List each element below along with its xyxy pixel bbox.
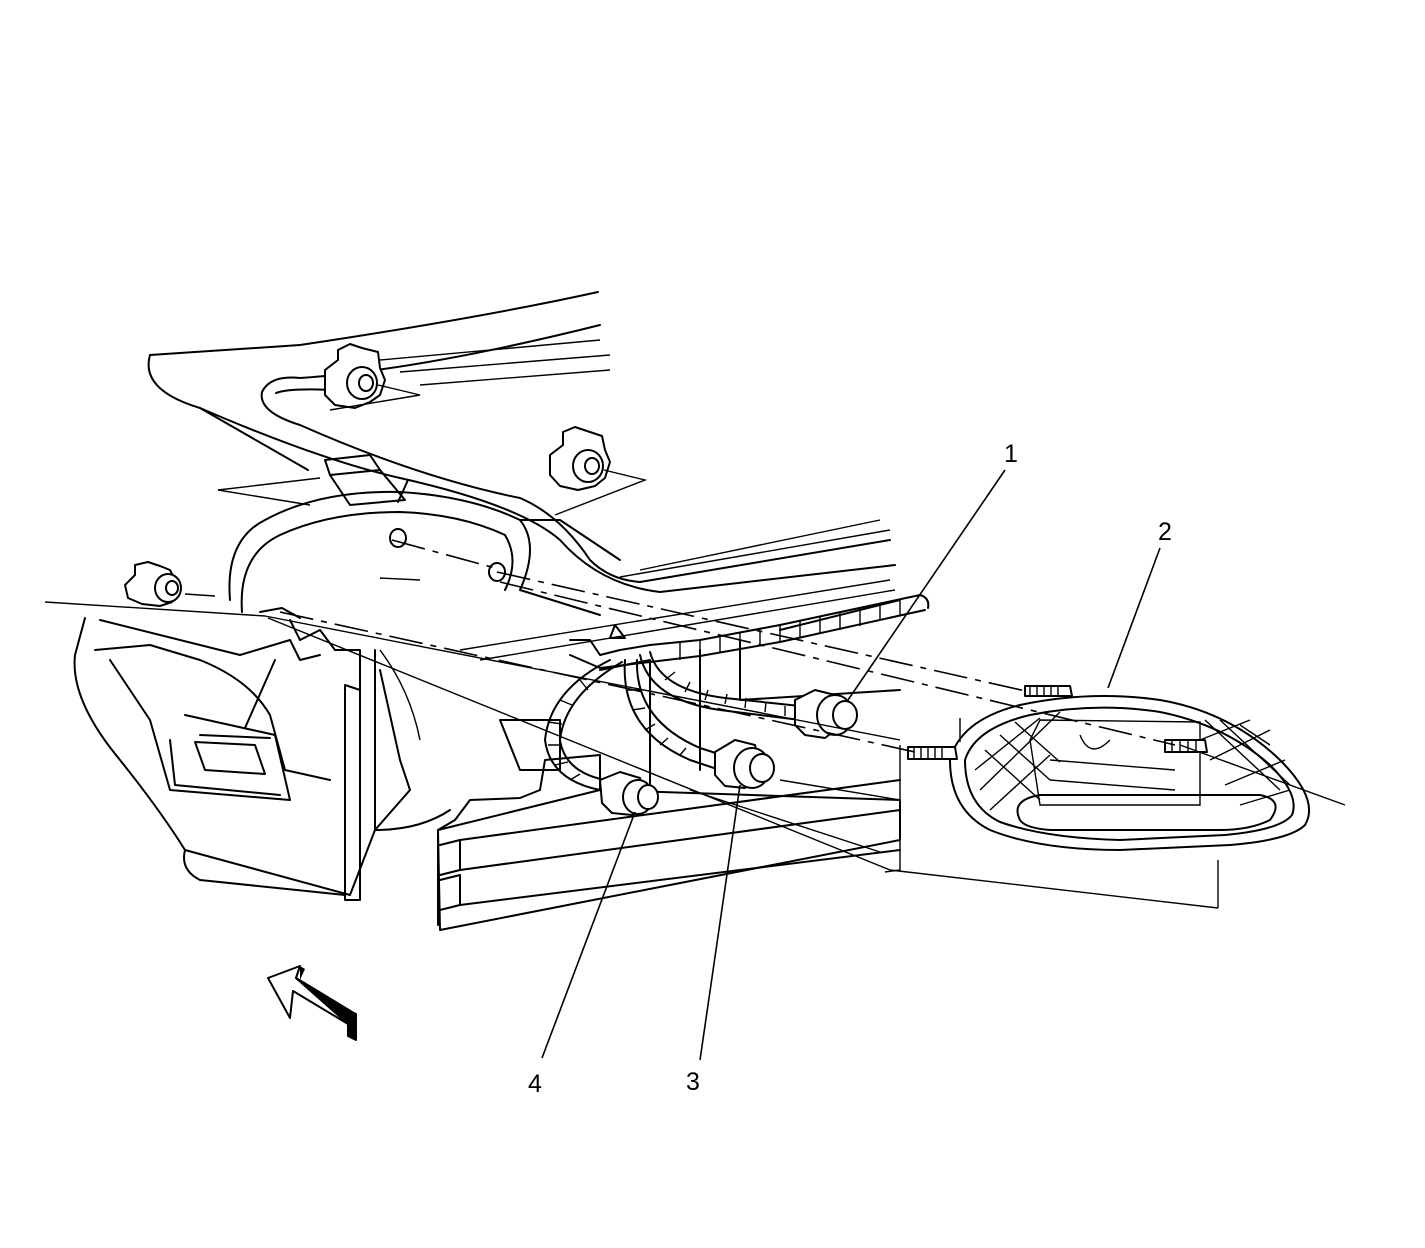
fastener-guide-1	[329, 384, 421, 411]
bulb-socket-4	[599, 771, 659, 816]
tail-lamp-assembly	[884, 685, 1310, 908]
callout-leader-2	[1107, 547, 1161, 689]
callout-label-2: 2	[1158, 518, 1172, 546]
trunk-lid-panel	[147, 291, 896, 593]
callout-label-3: 3	[686, 1068, 700, 1096]
callout-label-4: 4	[528, 1070, 542, 1098]
alignment-lines	[44, 539, 1346, 909]
fastener-nut-left	[124, 561, 182, 607]
rear-body-structure	[73, 579, 896, 901]
fastener-nut-upper-right	[549, 426, 611, 491]
callout-leader-3	[699, 784, 741, 1061]
front-direction-arrow-icon	[267, 965, 357, 1041]
callout-leader-1	[847, 469, 1006, 701]
bulb-socket-1	[794, 689, 858, 739]
callout-label-1: 1	[1004, 440, 1018, 468]
bulb-socket-3	[714, 739, 775, 789]
fastener-guide-2	[554, 469, 648, 516]
bumper-rail	[437, 599, 901, 931]
callout-leader-4	[541, 811, 636, 1059]
fastener-nut-upper-left	[324, 343, 386, 409]
